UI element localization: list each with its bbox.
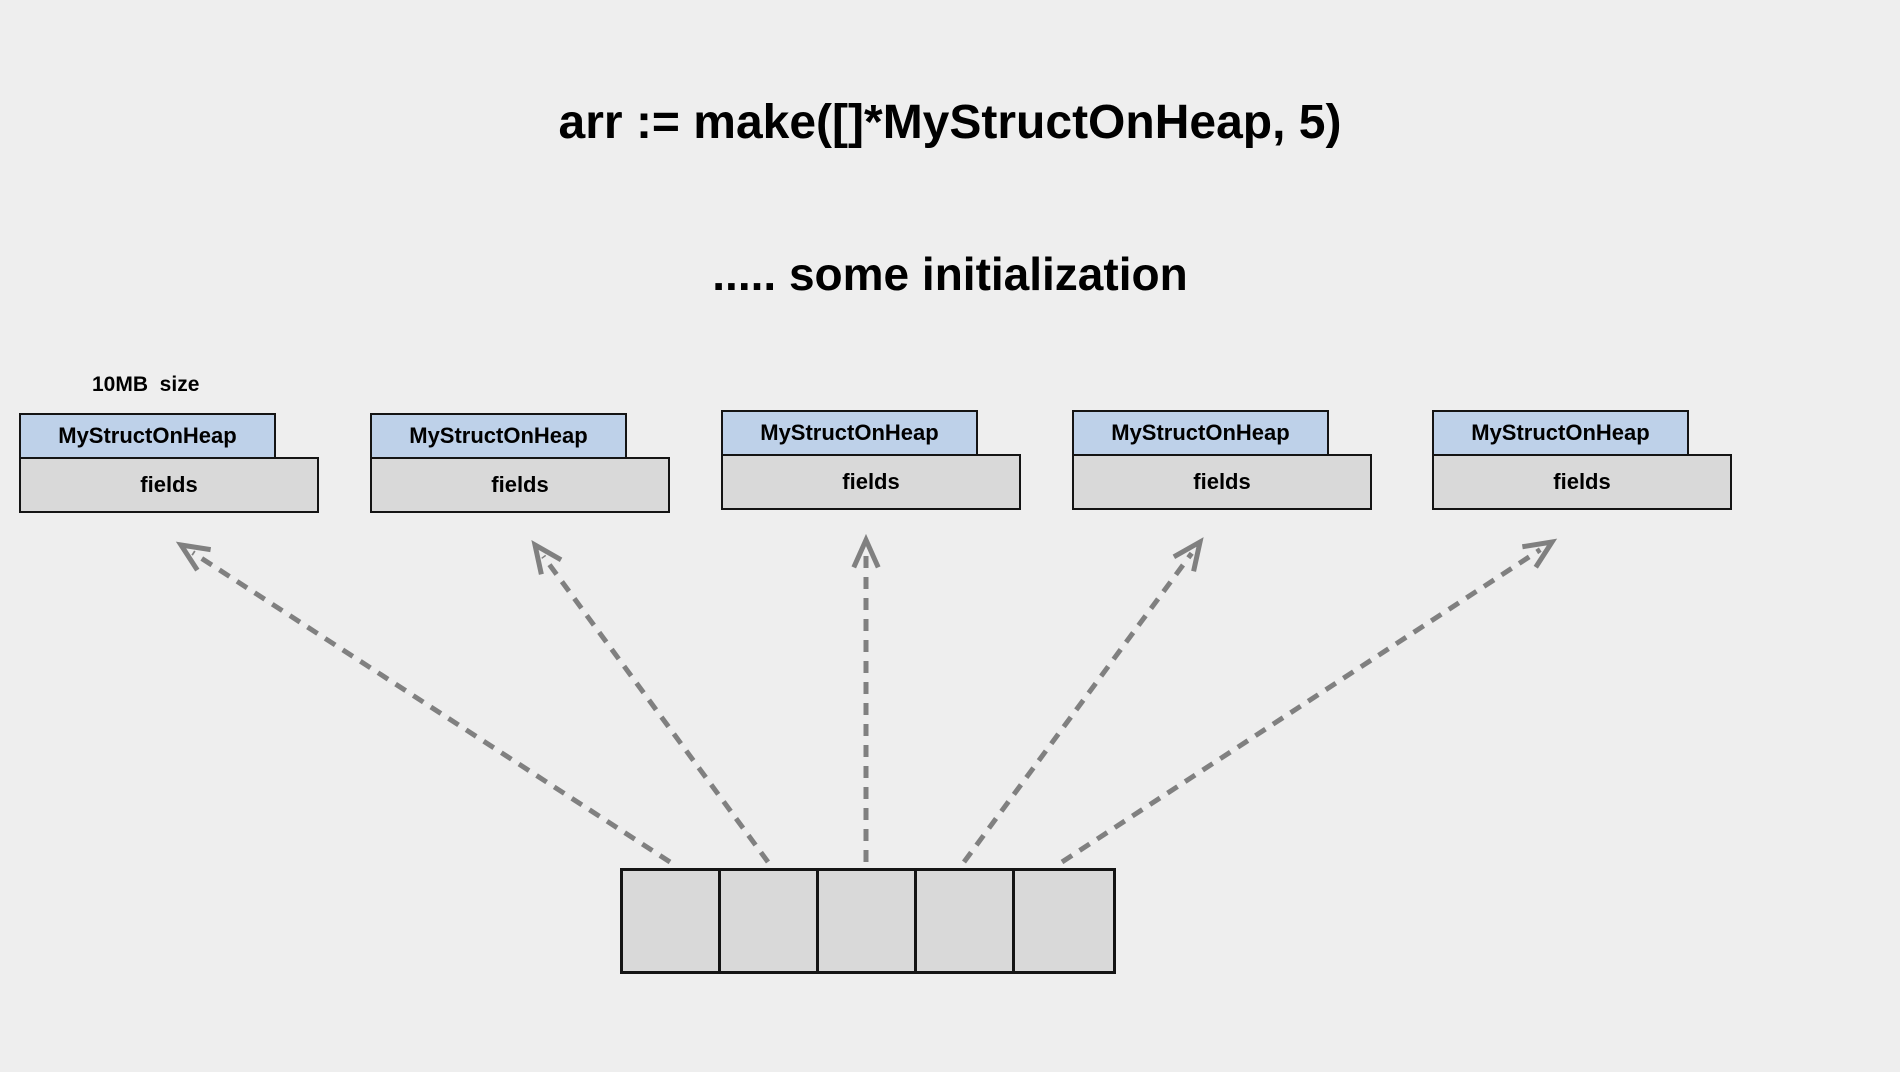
struct-type-header-3: MyStructOnHeap <box>1072 410 1329 456</box>
pointer-arrow-1-head <box>531 540 563 575</box>
slice-backing-array <box>620 868 1116 974</box>
struct-fields-box-4: fields <box>1432 454 1732 510</box>
struct-fields-box-2: fields <box>721 454 1021 510</box>
page-title: arr := make([]*MyStructOnHeap, 5) <box>558 96 1342 149</box>
slice-cell-2 <box>819 871 917 971</box>
struct-type-header-4: MyStructOnHeap <box>1432 410 1689 456</box>
pointer-arrow-0 <box>175 541 672 865</box>
pointer-arrow-2-head <box>851 533 881 569</box>
struct-type-header-1: MyStructOnHeap <box>370 413 627 459</box>
pointer-arrow-0-head <box>175 541 212 572</box>
slice-cell-3 <box>917 871 1015 971</box>
pointer-arrow-3 <box>961 537 1204 864</box>
pointer-arrow-4-shaft <box>1060 547 1542 865</box>
slice-cell-4 <box>1015 871 1113 971</box>
slice-cell-1 <box>721 871 819 971</box>
pointer-arrow-1-shaft <box>541 554 771 864</box>
subtitle: ..... some initialization <box>712 248 1188 300</box>
pointer-arrow-3-head <box>1172 537 1204 572</box>
struct-type-header-0: MyStructOnHeap <box>19 413 276 459</box>
struct-fields-box-1: fields <box>370 457 670 513</box>
pointer-arrow-0-shaft <box>191 550 672 865</box>
struct-fields-box-0: fields <box>19 457 319 513</box>
struct-fields-box-3: fields <box>1072 454 1372 510</box>
struct-type-header-2: MyStructOnHeap <box>721 410 978 456</box>
pointer-arrow-3-shaft <box>961 551 1194 864</box>
pointer-arrow-4-head <box>1521 538 1558 569</box>
pointer-arrow-2 <box>851 533 881 862</box>
pointer-arrow-4 <box>1060 538 1558 865</box>
slice-cell-0 <box>623 871 721 971</box>
size-annotation-label: 10MB size <box>92 373 200 396</box>
pointer-arrow-1 <box>531 540 771 864</box>
